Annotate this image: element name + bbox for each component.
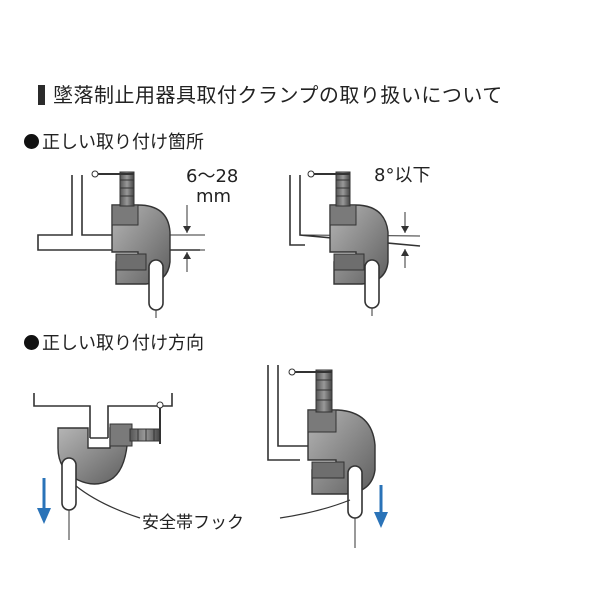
section-heading-direction-text: 正しい取り付け方向 — [42, 333, 204, 354]
filled-circle-icon — [24, 134, 39, 149]
beam-outline — [267, 365, 300, 461]
clamp-jaw-top — [307, 409, 337, 433]
clamp-location-angled — [289, 170, 421, 316]
clamp-jaw — [109, 423, 133, 447]
beam-outline — [37, 175, 200, 251]
clamp-jaw-bottom — [333, 253, 365, 271]
clamp-jaw-top — [111, 204, 139, 226]
filled-circle-icon — [24, 335, 39, 350]
clamp-location-horizontal — [37, 170, 205, 318]
section-heading-location-text: 正しい取り付け箇所 — [42, 132, 204, 153]
clamp-jaw-top — [329, 204, 357, 226]
hook-ring — [347, 465, 363, 519]
beam-outline-right — [107, 393, 173, 438]
clamp-direction-vertical — [267, 365, 388, 548]
clamp-jaw-bottom — [311, 461, 345, 479]
clamp-jaw-bottom — [115, 253, 147, 271]
clamp-direction-horizontal — [33, 393, 173, 540]
clamp-bolt — [335, 171, 351, 207]
beam-outline — [33, 393, 91, 438]
page-title: 墜落制止用器具取付クランプの取り扱いについて — [38, 79, 503, 108]
page-title-text: 墜落制止用器具取付クランプの取り扱いについて — [53, 83, 503, 107]
hook-ring — [364, 259, 380, 309]
hook-label: 安全帯フック — [142, 513, 244, 533]
hook-leader-line-right — [279, 499, 351, 519]
thickness-unit-label: mm — [196, 186, 232, 207]
clamp-bolt — [119, 171, 135, 207]
hook-leader-line-left — [75, 485, 141, 519]
square-bullet-icon — [38, 85, 45, 105]
thickness-range-label: 6～28 — [186, 166, 239, 187]
section-heading-location: 正しい取り付け箇所 — [24, 128, 204, 154]
angle-limit-label: 8°以下 — [374, 165, 431, 186]
section-heading-direction: 正しい取り付け方向 — [24, 329, 204, 355]
clamp-bolt — [129, 428, 161, 442]
beam-outline — [289, 175, 305, 246]
clamp-bolt — [315, 369, 333, 413]
hook-ring — [61, 457, 77, 511]
hook-ring — [148, 259, 164, 311]
